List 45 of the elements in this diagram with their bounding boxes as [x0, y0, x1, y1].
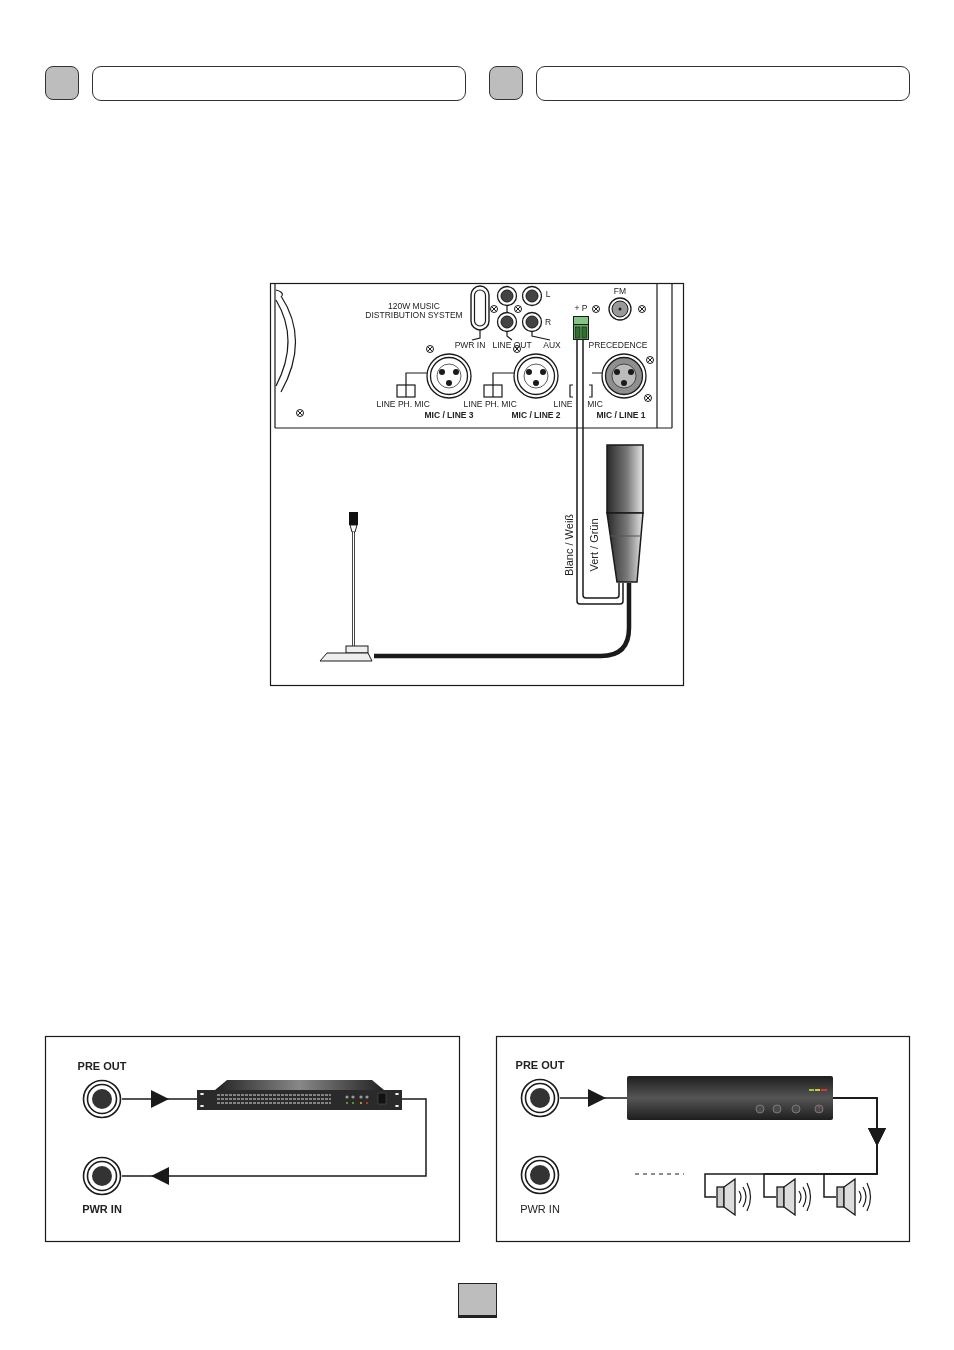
cable-line: [374, 583, 632, 659]
connector-label: PRE OUT: [515, 1060, 565, 1072]
connector-label: PRE OUT: [77, 1061, 127, 1073]
rca-jack: [82, 1156, 122, 1196]
rca-jack: [82, 1079, 122, 1119]
speaker-icon: [836, 1176, 872, 1218]
panel-label: LINE: [463, 400, 483, 409]
connector-label: PWR IN: [520, 1204, 560, 1216]
panel-label: 120W MUSIC DISTRIBUTION SYSTEM: [364, 302, 464, 320]
gooseneck-microphone: [318, 510, 374, 663]
wire-label: Blanc / Weiß: [563, 513, 575, 577]
panel-label: AUX: [543, 341, 561, 350]
amplifier-drawing: [627, 1076, 833, 1120]
panel-label: LINE: [553, 400, 573, 409]
panel-label: MIC / LINE 3: [424, 411, 474, 420]
connector-label: PRECEDENCE: [588, 341, 648, 350]
xlr-plug: [606, 444, 644, 583]
rack-unit-drawing: [197, 1078, 402, 1112]
panel-label: PWR IN: [454, 341, 486, 350]
cable-line: [582, 339, 620, 599]
arrow: [823, 1097, 886, 1198]
panel-label: MIC: [414, 400, 430, 409]
speaker-icon: [716, 1176, 752, 1218]
connector-label: + P: [574, 304, 588, 313]
panel-label: MIC: [587, 400, 603, 409]
panel-label: PH.: [397, 400, 413, 409]
arrow: [121, 1090, 198, 1108]
panel-label: LINE OUT: [492, 341, 532, 350]
panel-label: R: [544, 318, 552, 327]
speaker-icon: [776, 1176, 812, 1218]
rca-jack: [520, 1078, 560, 1118]
wire-label: Vert / Grün: [588, 518, 600, 572]
connector-label: PWR IN: [82, 1204, 122, 1216]
terminal-block: [573, 316, 589, 340]
panel-label: LINE: [376, 400, 396, 409]
arrow: [121, 1098, 427, 1185]
arrow: [559, 1089, 628, 1107]
panel-label: L: [545, 290, 551, 299]
rca-jack: [520, 1155, 560, 1195]
panel-label: MIC / LINE 1: [596, 411, 646, 420]
panel-label: PH.: [484, 400, 500, 409]
panel-label: MIC / LINE 2: [511, 411, 561, 420]
panel-label: MIC: [501, 400, 517, 409]
cable-line: [576, 339, 624, 605]
panel-label: FM: [613, 287, 627, 296]
